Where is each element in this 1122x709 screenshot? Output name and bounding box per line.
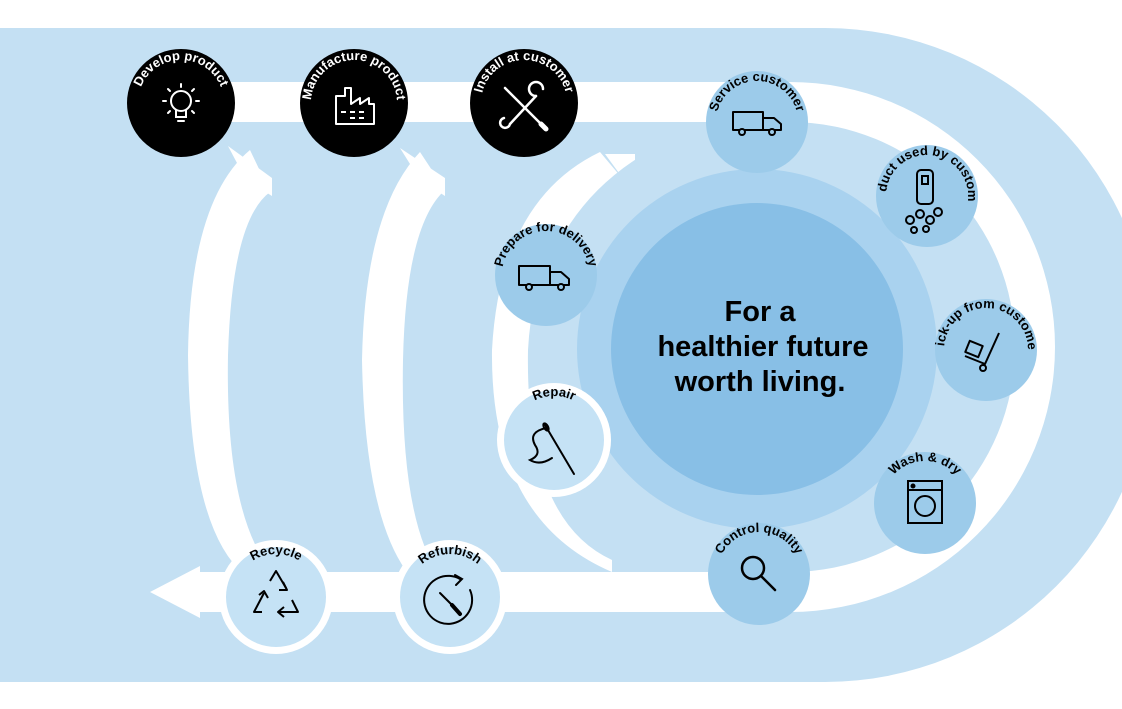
truck-icon <box>732 111 782 136</box>
node-manufacture-product: Manufacture product <box>299 48 409 157</box>
center-hub: For a healthier future worth living. <box>611 203 903 495</box>
factory-icon <box>335 87 375 125</box>
tools-icon <box>498 80 549 132</box>
center-line-3: worth living. <box>674 366 846 398</box>
node-refurbish: Refurbish <box>393 540 507 654</box>
magnifier-icon <box>740 555 777 592</box>
recycle-icon <box>253 570 299 618</box>
washing-machine-icon <box>907 480 943 524</box>
node-develop-product: Develop product <box>127 48 235 157</box>
repair-label: Repair <box>530 384 578 403</box>
lightbulb-icon <box>162 83 200 122</box>
node-repair: Repair <box>497 383 611 497</box>
recycle-label: Recycle <box>247 542 305 563</box>
svg-text:Recycle: Recycle <box>247 542 305 563</box>
node-recycle: Recycle <box>219 540 333 654</box>
center-line-2: healthier future <box>657 331 868 363</box>
node-wash-and-dry: Wash & dry <box>874 449 976 554</box>
node-control-quality: Control quality <box>708 520 810 625</box>
hand-truck-icon <box>964 332 1000 372</box>
truck-icon <box>518 265 570 291</box>
screwdriver-cycle-icon <box>423 574 474 625</box>
needle-thread-icon <box>527 422 575 475</box>
center-line-1: For a <box>725 296 797 328</box>
shaver-icon <box>905 169 943 234</box>
svg-text:Repair: Repair <box>530 384 578 403</box>
